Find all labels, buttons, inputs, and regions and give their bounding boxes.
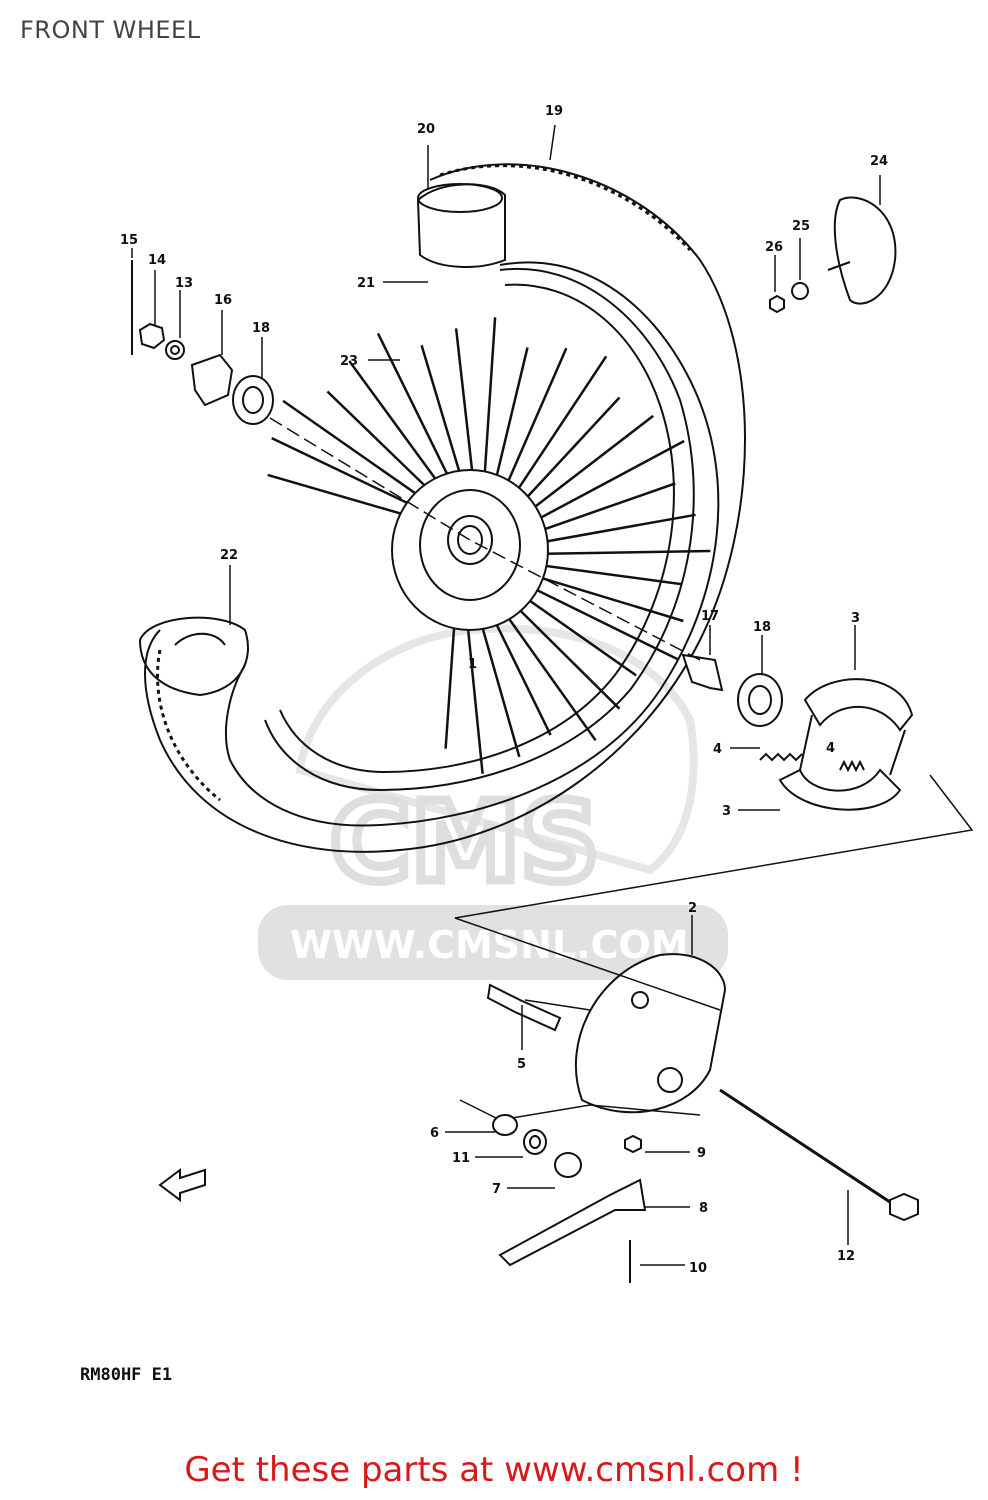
front-direction-icon bbox=[158, 1168, 206, 1202]
small-parts bbox=[486, 983, 919, 1283]
springs-4 bbox=[759, 752, 865, 773]
nut-26 bbox=[769, 294, 785, 314]
tube-20 bbox=[416, 183, 506, 268]
clip-7 bbox=[554, 1152, 582, 1178]
callout-17: 17 bbox=[701, 609, 719, 624]
callout-9: 9 bbox=[697, 1146, 706, 1161]
spacer-17 bbox=[681, 653, 724, 692]
model-code: RM80HF E1 bbox=[80, 1365, 173, 1385]
callout-24: 24 bbox=[870, 154, 888, 169]
callout-labels: 1 2 3 3 4 4 5 6 7 8 9 10 11 12 13 14 15 … bbox=[120, 104, 888, 1276]
callout-23: 23 bbox=[340, 354, 358, 369]
callout-3a: 3 bbox=[851, 611, 860, 626]
callout-5: 5 bbox=[517, 1057, 526, 1072]
callout-26: 26 bbox=[765, 240, 783, 255]
watermark-logo: CMS bbox=[330, 778, 599, 906]
callout-19: 19 bbox=[545, 104, 563, 119]
page-title: FRONT WHEEL bbox=[20, 16, 201, 44]
callout-1: 1 bbox=[468, 657, 477, 672]
callout-11: 11 bbox=[452, 1151, 470, 1166]
nut-9 bbox=[624, 1134, 642, 1154]
left-hardware bbox=[131, 260, 274, 425]
callout-13: 13 bbox=[175, 276, 193, 291]
circlip-6 bbox=[492, 1114, 518, 1136]
spacer-16 bbox=[190, 353, 234, 407]
callout-4a: 4 bbox=[713, 742, 722, 757]
cta-link[interactable]: Get these parts at www.cmsnl.com ! bbox=[184, 1450, 804, 1490]
valve-5 bbox=[486, 983, 562, 1032]
axle-12 bbox=[719, 1088, 903, 1212]
callout-18b: 18 bbox=[753, 620, 771, 635]
brake-arm-8 bbox=[498, 1178, 647, 1267]
brake-panel-2 bbox=[574, 953, 727, 1114]
callout-22: 22 bbox=[220, 548, 238, 563]
rim-lock-24 bbox=[833, 196, 897, 305]
callout-4b: 4 bbox=[826, 741, 835, 756]
brake-shoes-3 bbox=[778, 678, 914, 811]
callout-12: 12 bbox=[837, 1249, 855, 1264]
rim-lock-parts bbox=[769, 196, 897, 314]
callout-3b: 3 bbox=[722, 804, 731, 819]
callout-14: 14 bbox=[148, 253, 166, 268]
callout-2: 2 bbox=[688, 901, 697, 916]
tire-section-22 bbox=[138, 616, 249, 697]
rim bbox=[264, 267, 695, 792]
watermark-band bbox=[258, 905, 728, 980]
hub bbox=[391, 469, 549, 631]
callout-16: 16 bbox=[214, 293, 232, 308]
callout-leaders bbox=[131, 124, 881, 1266]
callout-21: 21 bbox=[357, 276, 375, 291]
leader-lines bbox=[269, 417, 974, 1121]
callout-18a: 18 bbox=[252, 321, 270, 336]
washer-25 bbox=[791, 282, 809, 300]
callout-25: 25 bbox=[792, 219, 810, 234]
callout-7: 7 bbox=[492, 1182, 501, 1197]
tire-19 bbox=[144, 163, 746, 853]
right-hardware bbox=[681, 653, 783, 727]
callout-15: 15 bbox=[120, 233, 138, 248]
callout-6: 6 bbox=[430, 1126, 439, 1141]
callout-10: 10 bbox=[689, 1261, 707, 1276]
callout-20: 20 bbox=[417, 122, 435, 137]
callout-8: 8 bbox=[699, 1201, 708, 1216]
nut-14 bbox=[138, 322, 166, 350]
